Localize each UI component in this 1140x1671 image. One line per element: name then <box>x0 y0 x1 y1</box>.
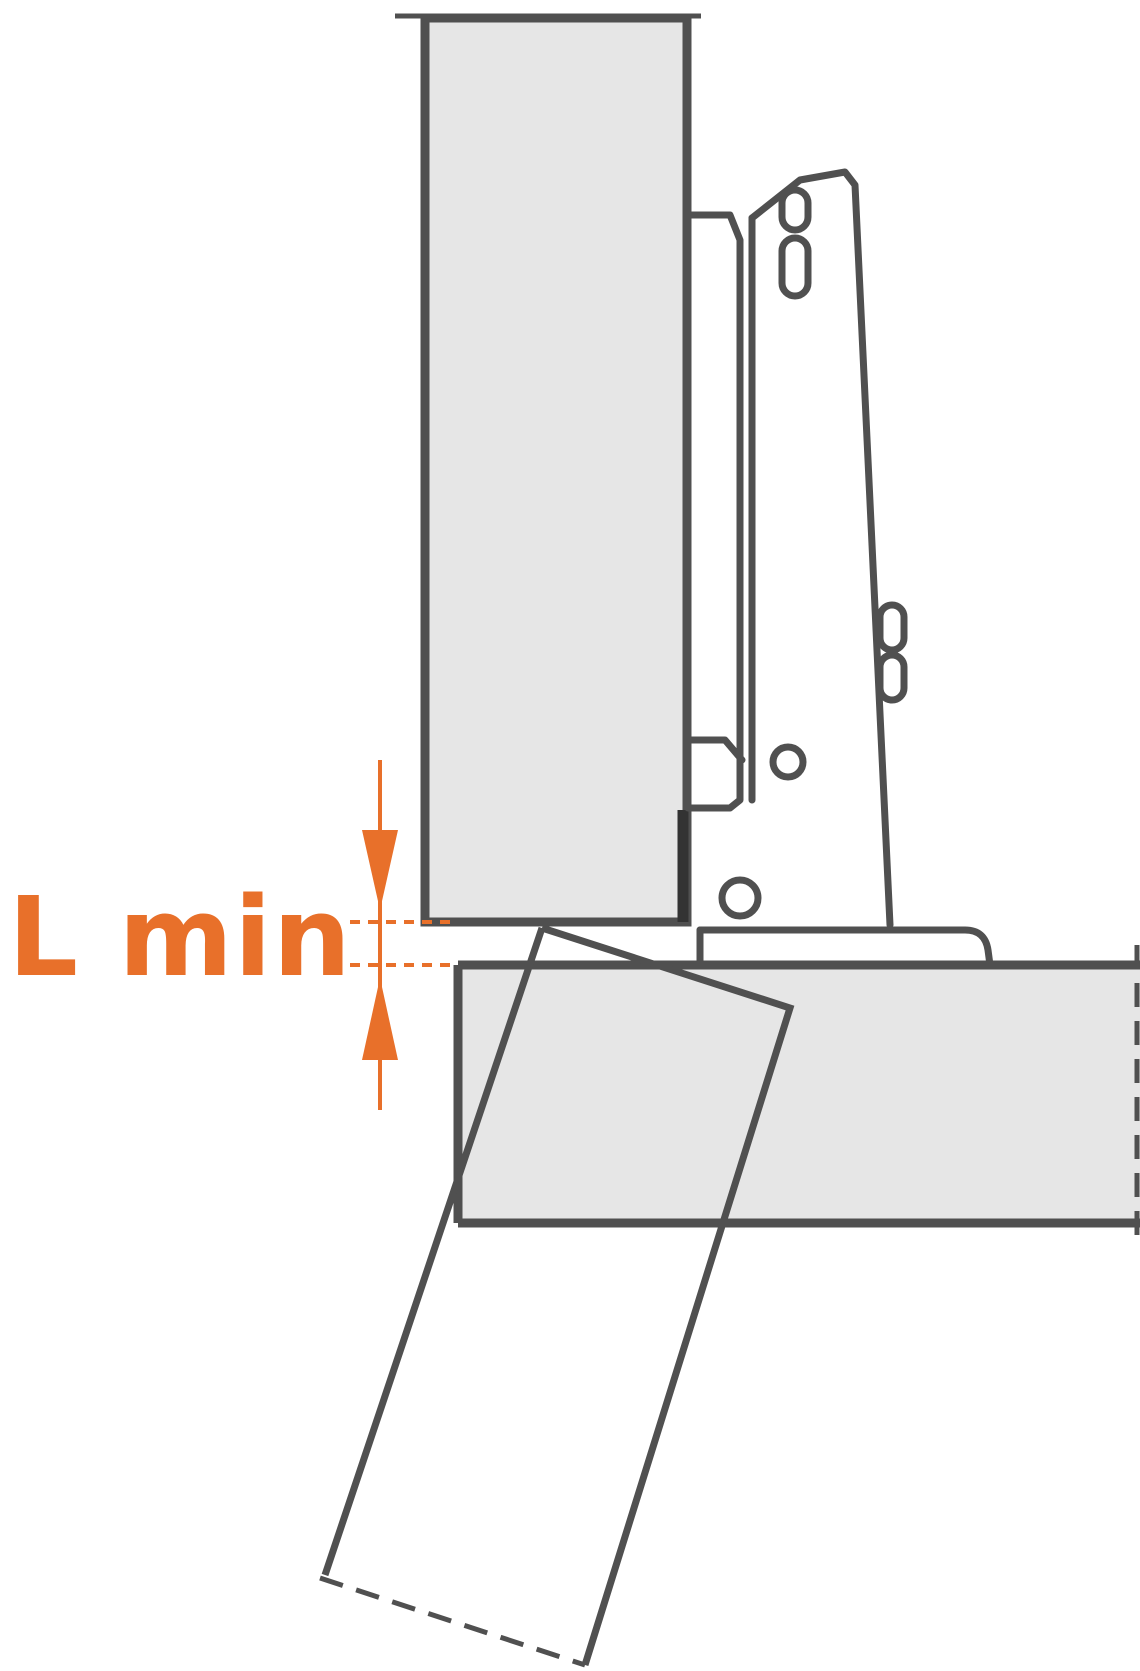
door-panel <box>395 13 710 927</box>
hinge-arm <box>684 168 994 969</box>
door-open-position <box>319 924 795 1668</box>
lmin-dimension: L min <box>8 760 455 1110</box>
cabinet-side-panel <box>453 945 1140 1240</box>
lmin-label: L min <box>8 873 352 1001</box>
arrow-up-icon <box>362 978 398 1060</box>
arrow-down-icon <box>362 830 398 910</box>
door-open-position-break <box>319 1575 586 1668</box>
